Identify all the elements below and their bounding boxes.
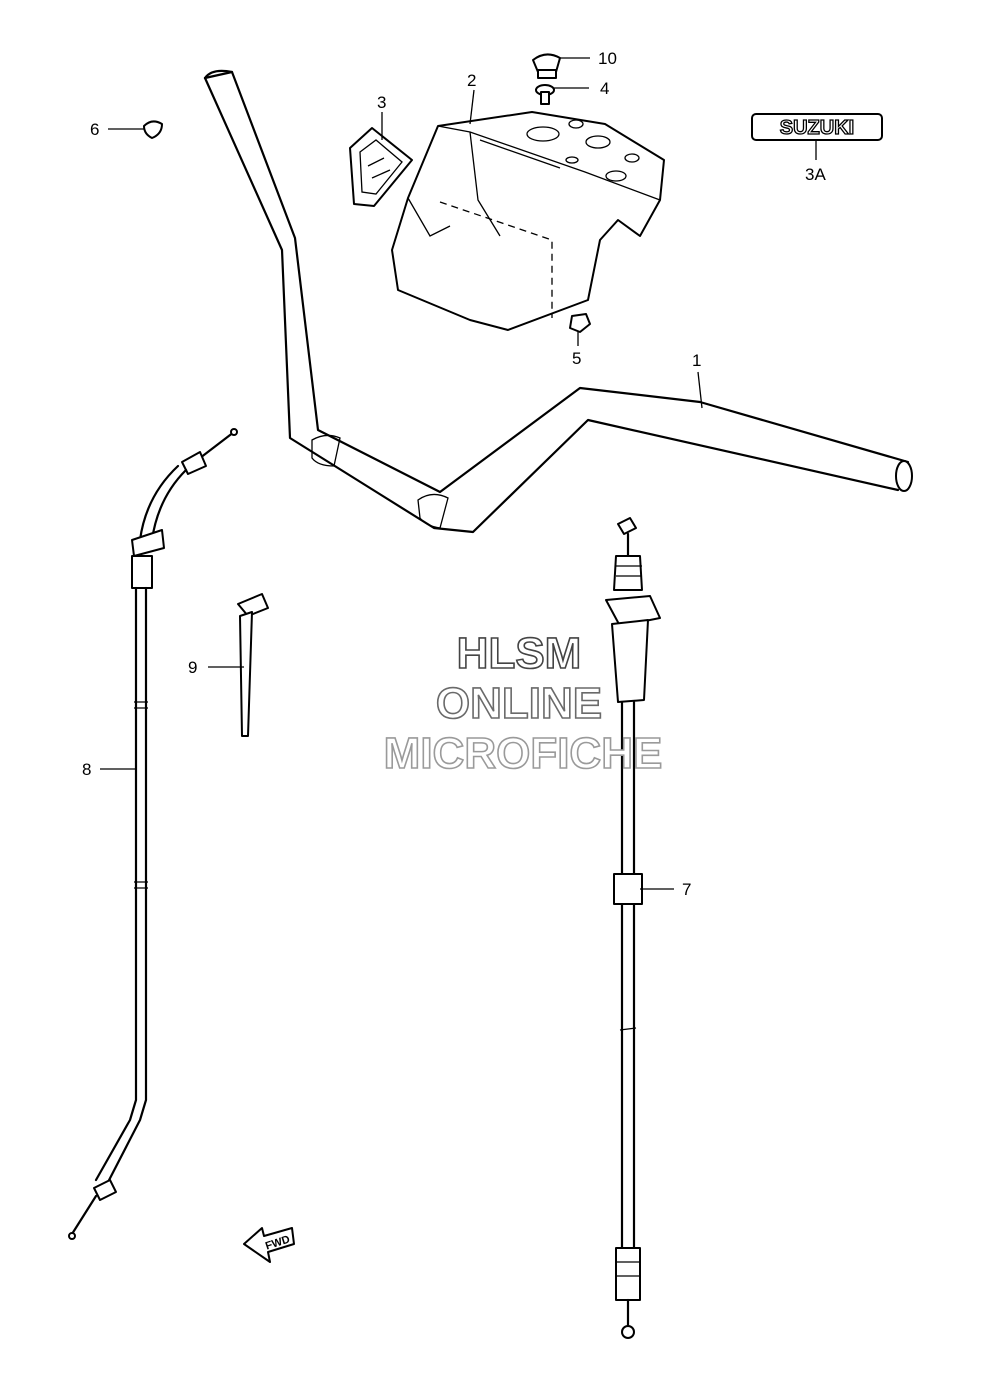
clip	[143, 120, 163, 139]
cable-right	[605, 517, 661, 1339]
callout-labels: 1 2 3 3A 4 5 6 7 8 9 10	[82, 49, 826, 899]
emblem-small	[349, 127, 413, 207]
callout-7: 7	[682, 880, 691, 899]
callout-10: 10	[598, 49, 617, 68]
watermark-line-3: MICROFICHE	[384, 729, 663, 778]
callout-5: 5	[572, 349, 581, 368]
nut	[569, 313, 591, 333]
leader-lines	[100, 57, 817, 890]
callout-3a: 3A	[805, 165, 826, 184]
cable-left	[68, 428, 238, 1240]
callout-9: 9	[188, 658, 197, 677]
suzuki-emblem: SUZUKI	[751, 113, 883, 141]
cable-tie	[237, 593, 269, 737]
watermark-line-1: HLSM	[457, 629, 582, 678]
suzuki-emblem-text: SUZUKI	[780, 117, 854, 139]
cap	[532, 53, 561, 79]
fwd-arrow: FWD	[243, 1227, 295, 1263]
watermark-line-2: ONLINE	[436, 679, 602, 728]
callout-3: 3	[377, 93, 386, 112]
handlebar	[203, 69, 913, 534]
callout-1: 1	[692, 351, 701, 370]
watermark: HLSM ONLINE MICROFICHE	[383, 628, 663, 779]
callout-8: 8	[82, 760, 91, 779]
handlebar-cover	[391, 111, 665, 331]
callout-4: 4	[600, 79, 609, 98]
callout-6: 6	[90, 120, 99, 139]
bolt	[535, 84, 555, 105]
callout-2: 2	[467, 71, 476, 90]
